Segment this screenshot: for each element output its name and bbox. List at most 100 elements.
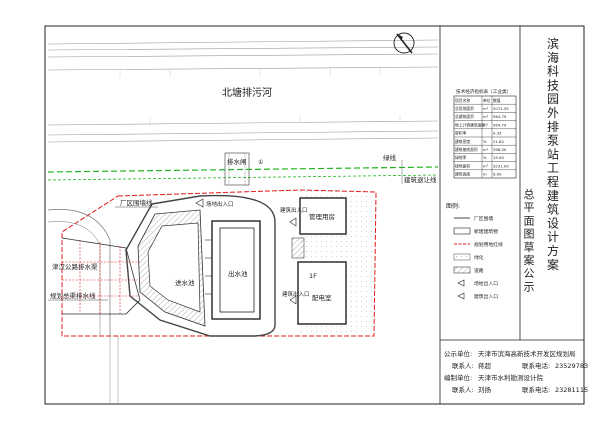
row3-value: 天津市水利勘测设计院	[478, 373, 544, 382]
entrance-building-label: 建筑出入口	[280, 206, 308, 214]
legend-item-label: 建筑出入口	[474, 293, 498, 300]
tech-table-cell: m²	[483, 147, 489, 152]
tech-table-cell: 地上计容建筑面积	[455, 122, 486, 127]
project-title-char: 泵	[547, 134, 559, 148]
tech-table-cell: m²	[483, 106, 489, 111]
project-title-char: 程	[547, 174, 559, 189]
tech-table-cell: 建筑基底面积	[455, 147, 478, 152]
river-label: 北塘排污河	[222, 86, 272, 99]
tech-table-header-cell: 单位	[483, 98, 491, 103]
tech-table-cell: %	[483, 139, 487, 144]
row4-label: 联系人:	[452, 385, 474, 394]
project-title-char: 建	[547, 189, 559, 203]
tech-table-cell: 建筑密度	[455, 139, 470, 144]
legend-swatch	[453, 253, 471, 261]
substation-floor: 1F	[309, 272, 317, 280]
tech-table-cell: %	[483, 155, 487, 160]
row1-value: 天津市滨海高新技术开发区规划局	[478, 349, 576, 358]
tech-table-cell: 564.79	[493, 114, 507, 119]
tech-table-cell: 建筑高度	[455, 172, 470, 177]
channel-outline	[61, 237, 141, 315]
road-curve-inner	[47, 221, 101, 336]
drawing-title-char: 公	[524, 267, 535, 280]
channel-label: 津汉公路排水渠	[52, 262, 98, 271]
title-block: 公示单位: 天津市滨海高新技术开发区规划局 联系人: 蒋超 联系电话: 2352…	[444, 349, 588, 394]
tech-table-cell: 总建筑面积	[455, 114, 474, 119]
row3-label: 编制单位:	[444, 373, 472, 382]
tech-table-cell: m²	[483, 114, 489, 119]
legend-swatch	[457, 292, 465, 300]
plan-pipe-label: 规划总渠排水线	[50, 291, 96, 300]
tech-table-cell: 9.00	[493, 172, 502, 177]
tech-table-cell: 绿地面积	[455, 163, 470, 168]
legend-item-label: 厂区围墙	[474, 215, 493, 222]
factory-wall-label-top: 厂区围墙线	[120, 198, 153, 207]
mgmt-building-label: 管理用房	[309, 212, 335, 221]
project-title-char: 工	[547, 161, 559, 175]
building-entrance-icon-2	[289, 295, 297, 305]
tech-table-cell: 15.00	[493, 155, 504, 160]
project-title-char: 科	[547, 65, 559, 79]
project-title-char: 案	[547, 257, 559, 272]
river-bank-lines	[47, 39, 439, 143]
row4-phone: 23281115	[555, 386, 588, 394]
drawing-title-char: 案	[524, 253, 535, 267]
project-title-char: 园	[547, 92, 559, 106]
road-curve	[47, 209, 111, 336]
building-entrance-icon	[289, 217, 297, 227]
legend-item-label: 绿化	[474, 254, 484, 261]
row2-label: 联系人:	[452, 361, 474, 370]
row2-phone-label: 联系电话:	[522, 361, 550, 370]
stair-block	[291, 237, 305, 259]
substation-label: 配电室	[312, 293, 332, 302]
outlet-mark: ①	[258, 159, 263, 166]
project-title-char: 计	[547, 230, 559, 244]
tech-table: 技术经济指标表（工业类） 项目名称 单位数值总用地面积 m² 2071.55 总建筑面积 m…	[453, 88, 517, 179]
tech-table-cell: 0.33	[493, 131, 502, 136]
tech-table-cell: m²	[483, 122, 489, 127]
entrance-building-label-2: 建筑出入口	[282, 290, 310, 298]
legend-item-label: 道路	[474, 267, 484, 274]
project-title-char: 方	[547, 243, 559, 258]
drawing-title-char: 示	[524, 280, 535, 293]
drawing-title-char: 面	[524, 214, 535, 227]
tech-table-cell: m	[483, 172, 487, 177]
green-line-label: 绿线	[383, 153, 397, 162]
project-title-char: 技	[547, 78, 559, 92]
legend-title: 图例:	[446, 202, 460, 210]
legend-item-label: 新建建筑物	[474, 228, 498, 235]
row4-phone-label: 联系电话:	[522, 385, 550, 394]
intake-structure	[137, 209, 206, 327]
tech-table-cell: 21.62	[493, 139, 504, 144]
management-building	[299, 197, 347, 235]
factory-wall	[125, 194, 276, 337]
tech-table-cell: 绿地率	[455, 155, 467, 160]
tech-table-header-cell: 项目名称	[455, 98, 470, 103]
green-line	[47, 166, 439, 173]
project-title-char: 设	[547, 216, 559, 230]
tech-table-cell: 容积率	[455, 131, 467, 136]
tech-table-title: 技术经济指标表（工业类）	[456, 88, 511, 95]
setback-line	[47, 174, 439, 181]
tech-table-cell: 2071.55	[493, 106, 509, 111]
row4-value: 刘扬	[478, 385, 492, 394]
drawing-title-char: 草	[524, 241, 535, 254]
side-panel-frame	[439, 25, 585, 405]
project-title-char: 排	[547, 120, 559, 134]
tech-table-cell: 总用地面积	[455, 106, 474, 111]
project-title-char: 海	[547, 50, 559, 65]
project-title-char: 外	[547, 106, 559, 120]
entrance-top-label: 场地出入口	[206, 200, 234, 208]
setback-label: 建筑退让线	[404, 175, 437, 184]
channel-grid	[62, 240, 140, 314]
substation-building	[297, 261, 347, 325]
tech-table-header-cell: 数值	[493, 98, 501, 103]
row1-label: 公示单位:	[444, 349, 472, 358]
drawing-title-char: 总	[524, 187, 535, 201]
north-arrow-icon	[393, 32, 415, 54]
